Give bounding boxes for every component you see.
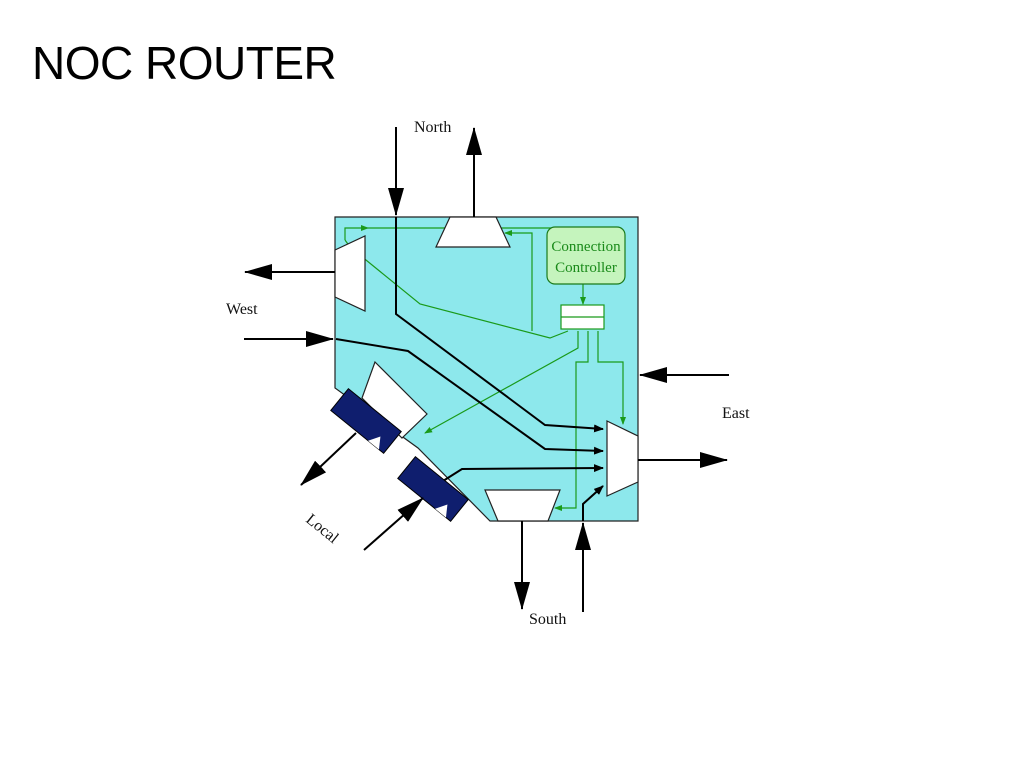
east-output-mux <box>606 420 639 497</box>
north-port-label: North <box>414 119 451 136</box>
local-input-arrow <box>363 497 424 551</box>
config-register <box>560 304 605 330</box>
connection-controller-label-line1: Connection <box>551 239 621 255</box>
south-port-label: South <box>529 611 566 628</box>
ctrl-line-west-mux <box>344 225 369 240</box>
slide-title: NOC ROUTER <box>32 37 337 89</box>
connection-controller-label-line2: Controller <box>555 260 617 276</box>
west-output-mux <box>334 235 366 312</box>
data-path-west-to-east <box>335 338 604 455</box>
ctrl-line-south-mux <box>554 331 589 511</box>
data-path-south-to-east <box>582 485 604 521</box>
local-output-arrow <box>300 432 357 486</box>
connection-controller <box>546 226 626 285</box>
router-body <box>334 216 639 522</box>
local-output-buffer <box>330 388 402 454</box>
data-lines <box>335 217 604 521</box>
ctrl-line-north-mux <box>504 230 533 331</box>
local-port-label: Local <box>302 511 341 547</box>
north-output-mux <box>435 216 511 248</box>
east-port-label: East <box>722 405 750 422</box>
data-path-local-to-east <box>442 464 604 482</box>
south-output-mux <box>484 489 561 522</box>
ctrl-line-local-mux <box>424 331 579 434</box>
ctrl-line-east-mux <box>597 331 626 425</box>
data-path-north-to-east <box>395 217 604 433</box>
local-output-mux <box>361 360 428 439</box>
west-port-label: West <box>226 301 258 318</box>
local-input-buffer <box>397 456 469 522</box>
